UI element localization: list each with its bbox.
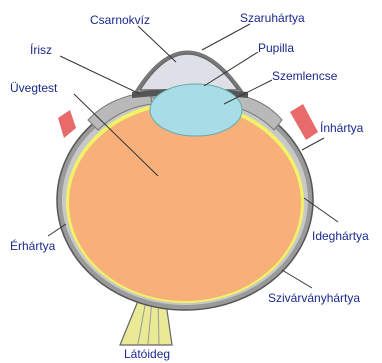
- lens: [150, 84, 242, 136]
- leader-inhartya: [302, 138, 324, 150]
- leader-szivarvanyhartya: [282, 270, 312, 288]
- label-uvegtest: Üvegtest: [10, 82, 57, 94]
- leader-csarnokviz: [138, 26, 176, 62]
- leader-szaruhartya: [202, 24, 250, 50]
- label-pupilla: Pupilla: [258, 42, 294, 54]
- label-csarnokviz: Csarnokvíz: [90, 14, 150, 26]
- leader-irisz: [60, 56, 140, 94]
- label-szemlencse: Szemlencse: [272, 70, 337, 82]
- label-latoideg: Látóideg: [124, 348, 170, 360]
- label-erhartya: Érhártya: [10, 240, 55, 252]
- label-szaruhartya: Szaruhártya: [240, 12, 305, 24]
- label-szivarvanyhartya: Szivárványhártya: [268, 292, 360, 304]
- label-irisz: Írisz: [30, 44, 52, 56]
- label-inhartya: Ínhártya: [320, 122, 363, 134]
- right-eye-muscle: [290, 104, 318, 140]
- left-eye-muscle: [58, 110, 76, 138]
- label-ideghartya: Ideghártya: [312, 230, 369, 242]
